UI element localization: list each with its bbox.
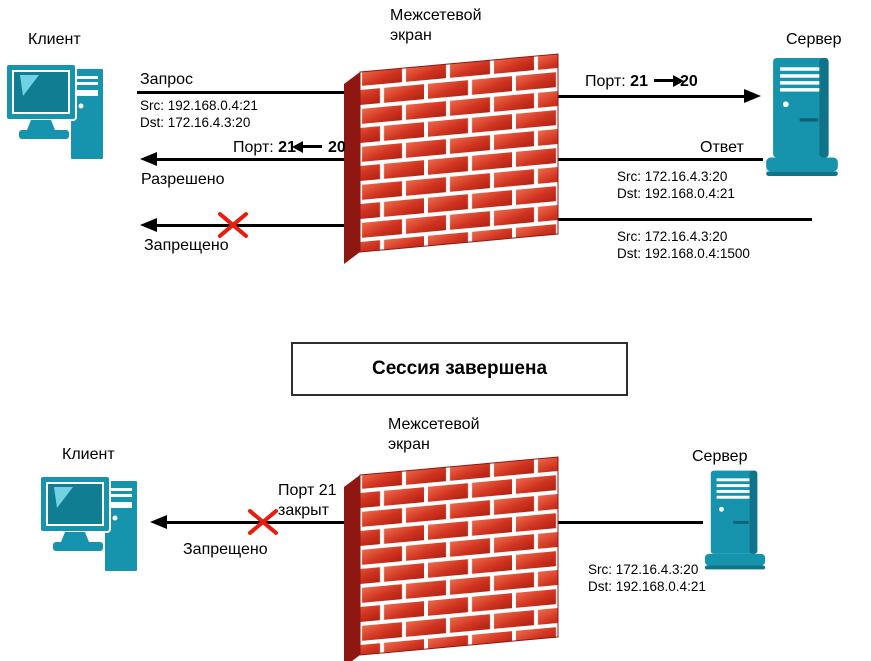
port-mapping-left-label: Порт: 21 20: [233, 138, 346, 158]
response-line-right: [552, 158, 763, 161]
blocked-src: Src: 172.16.4.3:20: [617, 229, 728, 244]
server-label: Сервер: [786, 31, 842, 48]
response-dst: Dst: 192.168.0.4:21: [617, 186, 735, 201]
firewall-label: Межсетевой экран: [390, 6, 482, 46]
blocked-line-right: [552, 218, 812, 221]
server-icon: [704, 470, 766, 570]
port-closed-line2: закрыт: [278, 502, 329, 519]
firewall-label-line1: Межсетевой: [388, 416, 480, 433]
port-mapping-right-label: Порт: 21 20: [585, 72, 698, 92]
request-src-dst: Src: 192.168.0.4:21 Dst: 172.16.4.3:20: [140, 97, 258, 131]
response-label: Ответ: [700, 139, 744, 156]
client-label: Клиент: [28, 31, 81, 48]
bottom-dst: Dst: 192.168.0.4:21: [588, 579, 706, 594]
request-src: Src: 192.168.0.4:21: [140, 98, 258, 113]
port-number-21: 21: [630, 73, 648, 90]
arrowhead-left-icon: [150, 515, 167, 529]
client-computer-icon: [6, 63, 105, 161]
firewall-icon: [344, 456, 559, 661]
blocked-label: Запрещено: [144, 237, 229, 254]
arrowhead-left-icon: [140, 152, 157, 166]
blocked-label: Запрещено: [183, 541, 268, 558]
request-line: [137, 91, 545, 94]
arrowhead-left-icon: [140, 218, 157, 232]
blocked-src-dst: Src: 172.16.4.3:20 Dst: 192.168.0.4:1500: [617, 228, 750, 262]
port-number-20: 20: [327, 139, 346, 156]
port-closed-line1: Порт 21: [278, 482, 337, 499]
arrow-left-icon: [291, 140, 322, 153]
session-ended-banner: Сессия завершена: [291, 342, 628, 396]
client-label: Клиент: [62, 446, 115, 463]
port-prefix: Порт:: [233, 139, 274, 156]
port-closed-label: Порт 21 закрыт: [278, 481, 337, 521]
firewall-label-line1: Межсетевой: [390, 7, 482, 24]
server-label: Сервер: [692, 448, 748, 465]
firewall-label-line2: экран: [390, 27, 432, 44]
bottom-src: Src: 172.16.4.3:20: [588, 562, 699, 577]
port-number-20: 20: [679, 73, 698, 90]
response-src-dst: Src: 172.16.4.3:20 Dst: 192.168.0.4:21: [617, 168, 735, 202]
firewall-label-line2: экран: [388, 436, 430, 453]
client-computer-icon: [40, 475, 139, 573]
request-dst: Dst: 172.16.4.3:20: [140, 115, 251, 130]
response-src: Src: 172.16.4.3:20: [617, 169, 728, 184]
allowed-label: Разрешено: [141, 171, 225, 188]
arrowhead-right-icon: [744, 89, 761, 103]
server-icon: [766, 58, 838, 176]
bottom-src-dst: Src: 172.16.4.3:20 Dst: 192.168.0.4:21: [588, 561, 706, 595]
blocked-dst: Dst: 192.168.0.4:1500: [617, 246, 750, 261]
port-number-21: 21: [278, 139, 296, 156]
firewall-label: Межсетевой экран: [388, 415, 480, 455]
firewall-icon: [344, 53, 559, 264]
request-label: Запрос: [140, 71, 194, 88]
port-forward-line: [552, 95, 745, 98]
blocked-cross-icon: [246, 505, 280, 539]
blocked-cross-icon: [216, 208, 250, 242]
arrow-right-icon: [653, 74, 684, 87]
bottom-line-right: [552, 521, 703, 524]
port-prefix: Порт:: [585, 73, 626, 90]
